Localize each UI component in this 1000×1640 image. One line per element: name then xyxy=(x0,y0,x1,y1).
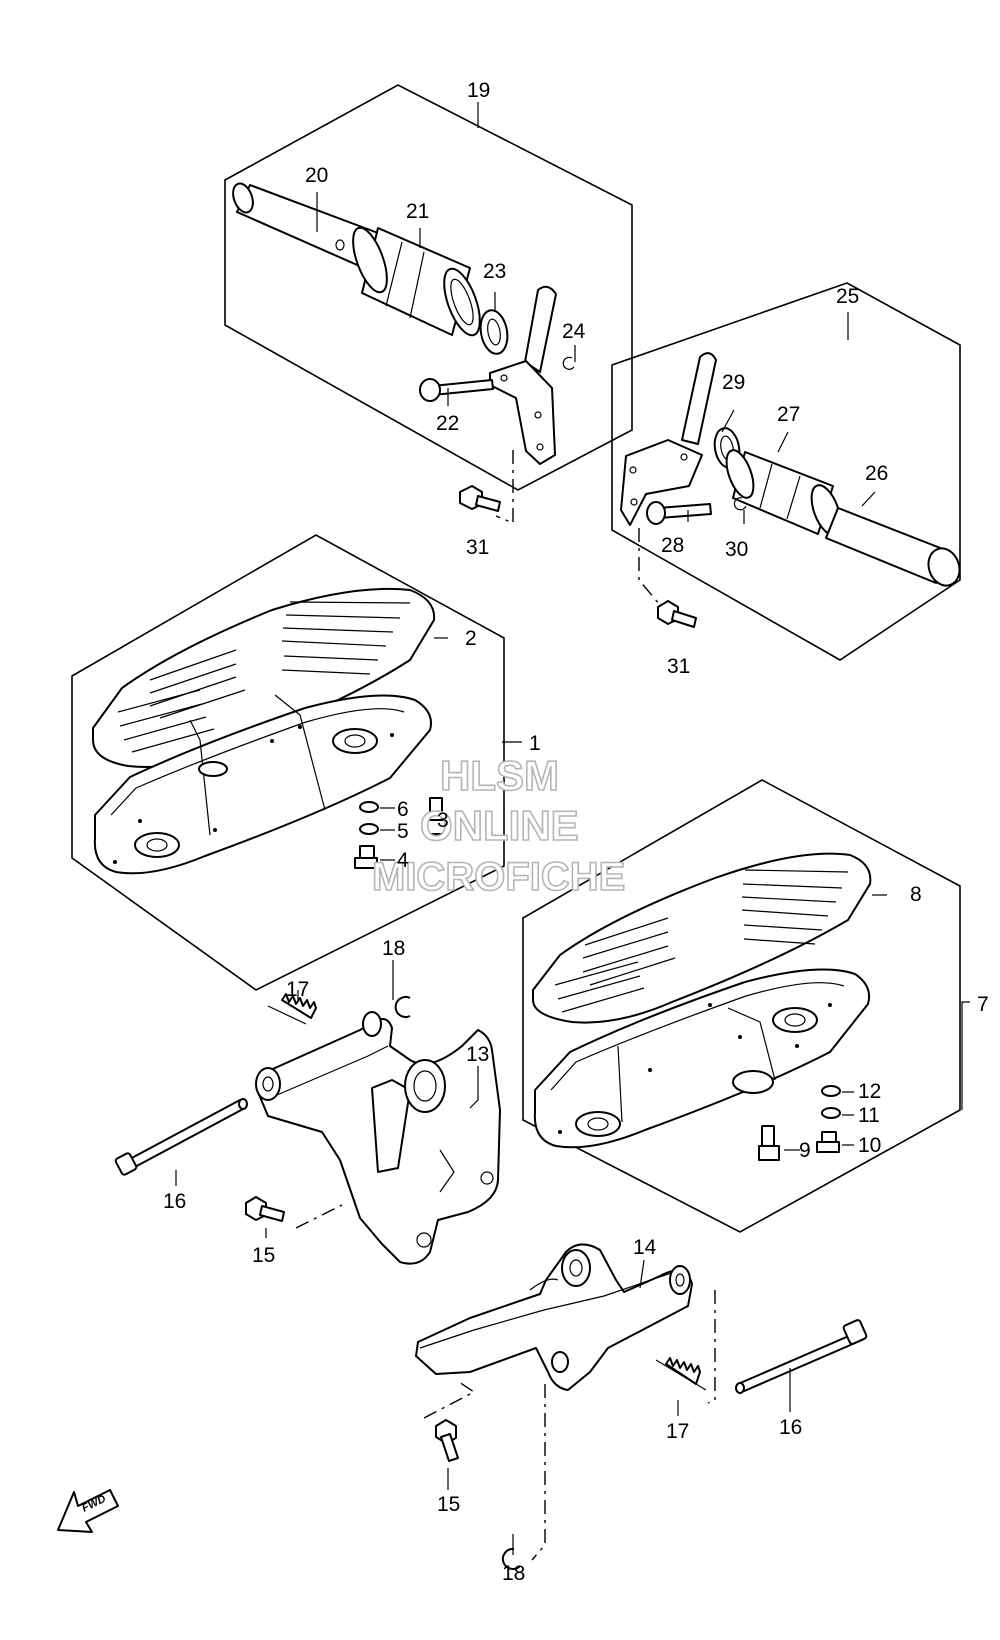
callout-17-left: 17 xyxy=(286,978,309,1001)
callout-20: 20 xyxy=(305,164,328,187)
watermark: HLSM ONLINE MICROFICHE xyxy=(371,751,626,900)
callout-labels: 19 20 21 23 24 22 31 25 29 27 26 28 30 3… xyxy=(163,79,989,1585)
callout-5: 5 xyxy=(397,820,409,843)
part-10-bolt xyxy=(816,1131,840,1153)
part-30-clip xyxy=(733,497,747,511)
callout-15-left: 15 xyxy=(252,1244,275,1267)
callout-29: 29 xyxy=(722,371,745,394)
part-17-spring-left xyxy=(267,993,317,1025)
part-28-pin xyxy=(646,501,712,525)
callout-22: 22 xyxy=(436,412,459,435)
part-26-pin xyxy=(825,507,961,587)
callout-8: 8 xyxy=(910,883,922,906)
callout-4: 4 xyxy=(397,849,409,872)
fwd-arrow-icon: FWD xyxy=(57,1489,119,1533)
callout-23: 23 xyxy=(483,260,506,283)
callout-16-left: 16 xyxy=(163,1190,186,1213)
group-7-right-floorboard xyxy=(522,779,961,1233)
callout-27: 27 xyxy=(777,403,800,426)
callout-28: 28 xyxy=(661,534,684,557)
callout-30: 30 xyxy=(725,538,748,561)
callout-18-top: 18 xyxy=(382,937,405,960)
callout-21: 21 xyxy=(406,200,429,223)
part-27-peg-rubber xyxy=(725,449,842,536)
callout-19: 19 xyxy=(467,79,490,102)
callout-24: 24 xyxy=(562,320,586,343)
watermark-line3: MICROFICHE xyxy=(372,855,625,899)
part-9-stud xyxy=(758,1125,780,1161)
part-31-bolt-right xyxy=(657,600,697,628)
callout-6: 6 xyxy=(397,798,409,821)
callout-7: 7 xyxy=(977,993,989,1016)
part-2-floorboard-rubber xyxy=(92,587,436,769)
part-23-washer xyxy=(479,309,509,355)
callout-16-right: 16 xyxy=(779,1416,802,1439)
group-25-right-passenger-peg xyxy=(611,282,961,661)
part-1-floorboard xyxy=(93,694,432,875)
part-19-bracket xyxy=(489,285,557,465)
callout-2: 2 xyxy=(465,627,477,650)
callout-3: 3 xyxy=(437,809,449,832)
callout-10: 10 xyxy=(858,1134,881,1157)
part-6-washer xyxy=(359,801,379,813)
callout-1: 1 xyxy=(529,732,541,755)
group-19-left-passenger-peg xyxy=(224,84,633,525)
watermark-line1: HLSM xyxy=(440,752,559,799)
part-21-peg-rubber xyxy=(352,226,481,337)
watermark-line2: ONLINE xyxy=(420,802,579,849)
part-25-bracket xyxy=(620,352,717,526)
callout-18-bottom: 18 xyxy=(502,1562,525,1585)
callout-31-right: 31 xyxy=(667,655,690,678)
leader-lines xyxy=(175,102,970,1555)
part-16-pin-left xyxy=(114,1098,248,1176)
callout-15-right: 15 xyxy=(437,1493,460,1516)
callout-13: 13 xyxy=(466,1043,489,1066)
part-13-left-bracket xyxy=(255,1011,501,1265)
part-5-washer xyxy=(359,823,379,835)
part-31-bolt xyxy=(459,485,501,512)
part-15-bolt-right xyxy=(435,1419,459,1462)
callout-25: 25 xyxy=(836,285,859,308)
part-16-pin-right xyxy=(735,1319,868,1394)
part-22-pin xyxy=(419,378,494,402)
part-24-clip xyxy=(562,356,575,370)
callout-31-left: 31 xyxy=(466,536,489,559)
callout-9: 9 xyxy=(799,1139,811,1162)
part-8-floorboard-rubber xyxy=(532,852,872,1024)
part-17-spring-right xyxy=(655,1357,707,1391)
callout-26: 26 xyxy=(865,462,888,485)
part-15-bolt-left xyxy=(245,1196,285,1222)
part-7-floorboard xyxy=(533,968,871,1149)
part-3-stud xyxy=(426,797,448,835)
part-11-washer xyxy=(821,1107,841,1119)
part-12-washer xyxy=(821,1085,841,1097)
callout-12: 12 xyxy=(858,1080,881,1103)
part-14-right-bracket xyxy=(415,1243,693,1391)
callout-17-right: 17 xyxy=(666,1420,689,1443)
group-1-left-floorboard xyxy=(71,534,505,991)
callout-14: 14 xyxy=(633,1236,657,1259)
part-18-clip-right xyxy=(501,1547,521,1570)
part-4-bolt xyxy=(354,845,378,869)
part-18-clip-left xyxy=(394,996,411,1018)
callout-11: 11 xyxy=(858,1104,880,1127)
